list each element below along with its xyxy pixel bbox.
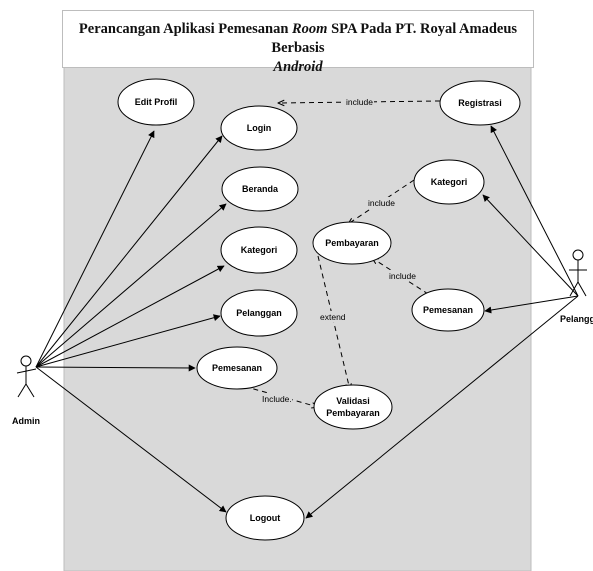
usecase-logout-label: Logout	[250, 513, 281, 523]
usecase-pemesanan-pelanggan-label: Pemesanan	[423, 305, 473, 315]
label-include-registrasi: include	[346, 97, 373, 107]
usecase-login-label: Login	[247, 123, 272, 133]
actor-pelanggan-figure	[569, 249, 587, 297]
usecase-pembayaran-label: Pembayaran	[325, 238, 379, 248]
assoc-admin-logout	[35, 366, 227, 513]
usecase-pembayaran	[312, 221, 392, 265]
diagram-title: Perancangan Aplikasi Pemesanan Room SPA …	[62, 10, 534, 75]
assoc-pelanggan-registrasi	[490, 125, 579, 297]
title-part2: SPA Pada PT. Royal Amadeus Berbasis	[271, 21, 518, 56]
assoc-admin-edit-profil	[35, 130, 155, 368]
usecase-registrasi	[439, 80, 521, 126]
assoc-pelanggan-logout	[305, 295, 579, 519]
usecase-validasi-label-2: Pembayaran	[326, 408, 380, 418]
assoc-admin-login	[35, 135, 223, 368]
usecase-beranda	[221, 166, 299, 212]
usecase-login	[220, 105, 298, 151]
actor-admin-figure	[16, 355, 37, 398]
title-part1: Perancangan Aplikasi Pemesanan	[78, 21, 293, 37]
assoc-pelanggan-kategori	[482, 194, 579, 297]
usecase-kategori-admin-label: Kategori	[241, 245, 278, 255]
rel-pembayaran-validasi	[317, 255, 350, 390]
usecase-registrasi-label: Registrasi	[458, 98, 502, 108]
usecase-kategori-pelanggan	[413, 159, 485, 205]
usecase-pemesanan-admin-label: Pemesanan	[212, 363, 262, 373]
actor-admin-label: Admin	[12, 416, 40, 426]
actor-pelanggan-label: Pelanggan	[560, 314, 593, 324]
title-italic-room: Room	[292, 21, 328, 37]
usecase-kategori-pelanggan-label: Kategori	[431, 177, 468, 187]
label-include-kategori: include	[368, 198, 395, 208]
assoc-admin-beranda	[35, 203, 227, 368]
title-italic-android: Android	[273, 59, 323, 75]
usecase-pemesanan-admin	[196, 346, 278, 390]
usecase-validasi-label-1: Validasi	[336, 396, 370, 406]
usecase-edit-profil	[117, 78, 195, 126]
usecase-edit-profil-label: Edit Profil	[135, 97, 178, 107]
usecase-pelanggan	[220, 289, 298, 337]
assoc-pelanggan-pemesanan	[484, 295, 579, 314]
assoc-admin-pelanggan	[35, 314, 221, 368]
usecase-pelanggan-label: Pelanggan	[236, 308, 282, 318]
usecase-validasi-pembayaran	[313, 384, 393, 430]
label-extend: extend	[320, 312, 346, 322]
usecase-pemesanan-pelanggan	[411, 288, 485, 332]
usecase-kategori-admin	[220, 226, 298, 274]
assoc-admin-pemesanan	[35, 364, 196, 372]
label-include-validasi: Include.	[262, 394, 292, 404]
usecase-logout	[225, 495, 305, 541]
label-include-pemesanan: include	[389, 271, 416, 281]
assoc-admin-kategori	[35, 265, 225, 368]
usecase-beranda-label: Beranda	[242, 184, 279, 194]
